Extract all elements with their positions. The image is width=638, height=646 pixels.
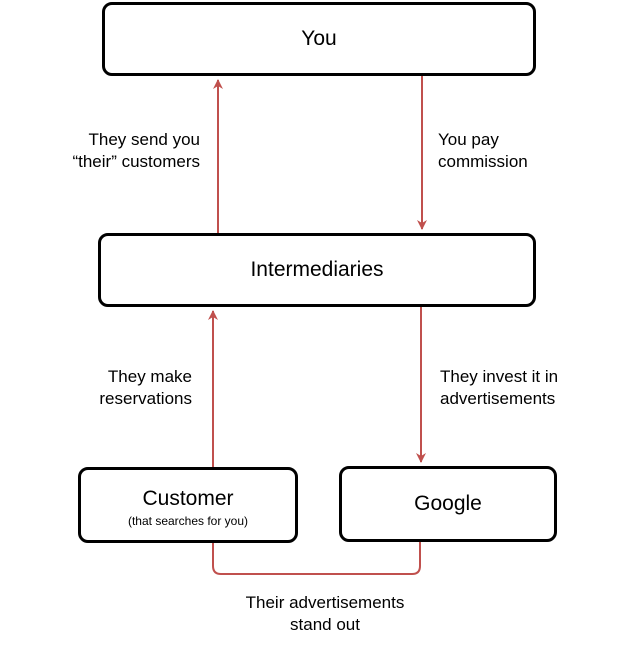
edge-label-pay-line2: commission: [438, 152, 528, 171]
edge-label-send-line2: “their” customers: [72, 152, 200, 171]
node-customer-title: Customer: [142, 487, 234, 510]
connector-advertisements-stand-out: [212, 542, 421, 575]
edge-label-invest-line2: advertisements: [440, 389, 556, 408]
node-google: Google: [339, 466, 557, 542]
node-google-title: Google: [414, 492, 482, 515]
edge-label-advertisements-stand-out: Their advertisements stand out: [210, 592, 440, 636]
node-customer: Customer (that searches for you): [78, 467, 298, 543]
edge-label-make-reservations: They make reservations: [99, 366, 192, 410]
node-you: You: [102, 2, 536, 76]
edge-label-standout-line1: Their advertisements: [245, 593, 405, 612]
edge-label-pay-commission: You pay commission: [438, 129, 528, 173]
edge-label-invest-advertisements: They invest it in advertisements: [440, 366, 558, 410]
node-intermediaries-title: Intermediaries: [250, 258, 384, 281]
edge-label-standout-line2: stand out: [290, 615, 360, 634]
edge-label-reservations-line2: reservations: [99, 389, 192, 408]
node-customer-subtitle: (that searches for you): [127, 514, 249, 528]
edge-label-reservations-line1: They make: [107, 367, 192, 386]
edge-label-pay-line1: You pay: [438, 130, 499, 149]
node-you-title: You: [301, 27, 337, 50]
edge-label-send-line1: They send you: [88, 130, 200, 149]
edge-label-send-customers: They send you “their” customers: [72, 129, 200, 173]
edge-label-invest-line1: They invest it in: [440, 367, 559, 386]
node-intermediaries: Intermediaries: [98, 233, 536, 307]
